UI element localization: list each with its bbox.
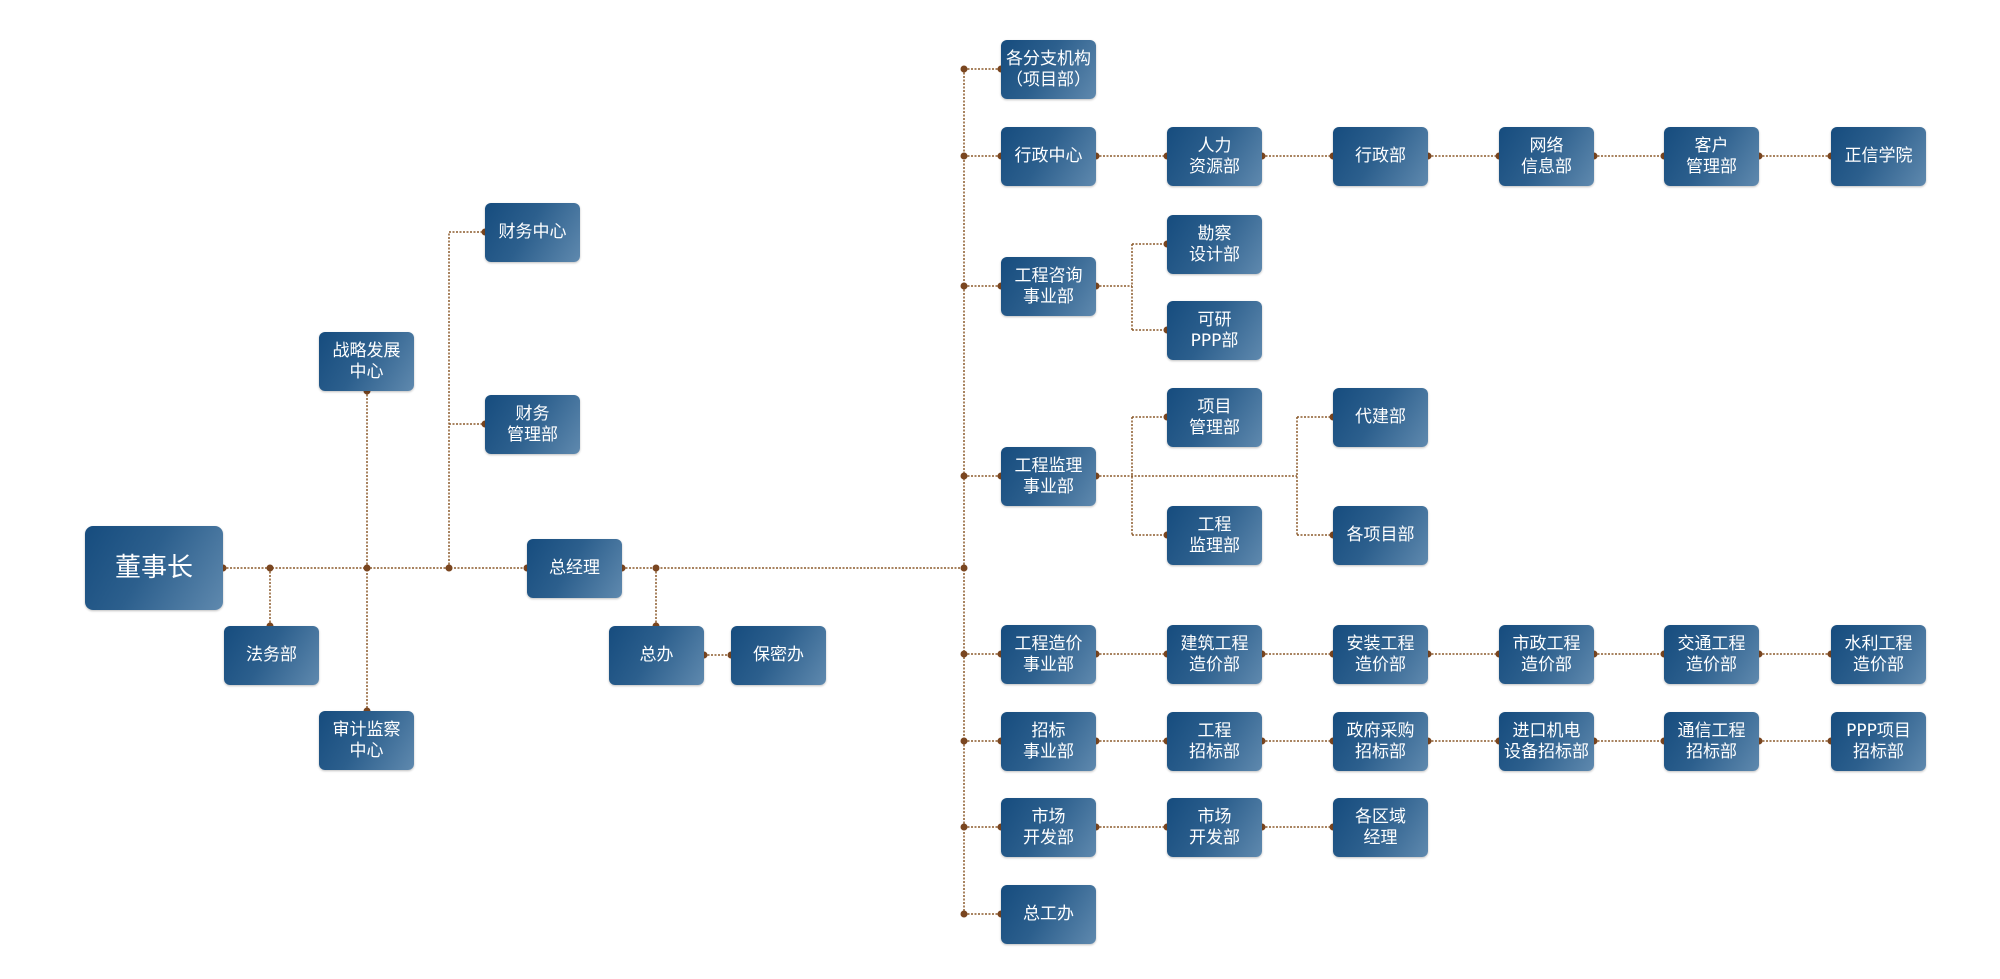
node-branches[interactable]: 各分支机构 （项目部） (1001, 40, 1096, 99)
connector-dot (960, 650, 968, 658)
node-bid-import[interactable]: 进口机电 设备招标部 (1499, 712, 1594, 771)
connector-dot (445, 564, 453, 572)
connector-dot (960, 282, 968, 290)
connector-dot (652, 564, 660, 572)
node-cost[interactable]: 工程造价 事业部 (1001, 625, 1096, 684)
node-audit[interactable]: 审计监察 中心 (319, 711, 414, 770)
node-cost-install[interactable]: 安装工程 造价部 (1333, 625, 1428, 684)
node-supervision[interactable]: 工程监理 事业部 (1001, 447, 1096, 506)
node-customer[interactable]: 客户 管理部 (1664, 127, 1759, 186)
node-survey[interactable]: 勘察 设计部 (1167, 215, 1262, 274)
node-admin-center[interactable]: 行政中心 (1001, 127, 1096, 186)
node-bidding[interactable]: 招标 事业部 (1001, 712, 1096, 771)
node-finance-mgmt[interactable]: 财务 管理部 (485, 395, 580, 454)
node-regional[interactable]: 各区域 经理 (1333, 798, 1428, 857)
connector-dot (363, 564, 371, 572)
connector-dot (960, 472, 968, 480)
node-market[interactable]: 市场 开发部 (1001, 798, 1096, 857)
node-cost-water[interactable]: 水利工程 造价部 (1831, 625, 1926, 684)
node-bid-eng[interactable]: 工程 招标部 (1167, 712, 1262, 771)
node-strategy[interactable]: 战略发展 中心 (319, 332, 414, 391)
node-project-depts[interactable]: 各项目部 (1333, 506, 1428, 565)
node-secrecy-office[interactable]: 保密办 (731, 626, 826, 685)
node-chairman[interactable]: 董事长 (85, 526, 223, 610)
node-general-manager[interactable]: 总经理 (527, 539, 622, 598)
node-agent-build[interactable]: 代建部 (1333, 388, 1428, 447)
connector-dot (960, 910, 968, 918)
node-cost-building[interactable]: 建筑工程 造价部 (1167, 625, 1262, 684)
connector-dot (960, 65, 968, 73)
node-chief-engineer[interactable]: 总工办 (1001, 885, 1096, 944)
node-bid-gov[interactable]: 政府采购 招标部 (1333, 712, 1428, 771)
node-consulting[interactable]: 工程咨询 事业部 (1001, 257, 1096, 316)
node-finance-center[interactable]: 财务中心 (485, 203, 580, 262)
node-project-mgmt[interactable]: 项目 管理部 (1167, 388, 1262, 447)
node-bid-telecom[interactable]: 通信工程 招标部 (1664, 712, 1759, 771)
node-eng-supervision[interactable]: 工程 监理部 (1167, 506, 1262, 565)
node-admin-dept[interactable]: 行政部 (1333, 127, 1428, 186)
connector-dot (960, 564, 968, 572)
node-hr[interactable]: 人力 资源部 (1167, 127, 1262, 186)
node-academy[interactable]: 正信学院 (1831, 127, 1926, 186)
node-cost-municipal[interactable]: 市政工程 造价部 (1499, 625, 1594, 684)
connector-dot (960, 152, 968, 160)
node-network[interactable]: 网络 信息部 (1499, 127, 1594, 186)
node-market-dev[interactable]: 市场 开发部 (1167, 798, 1262, 857)
node-feasibility[interactable]: 可研 PPP部 (1167, 301, 1262, 360)
connector-dot (266, 564, 274, 572)
node-bid-ppp[interactable]: PPP项目 招标部 (1831, 712, 1926, 771)
node-general-office[interactable]: 总办 (609, 626, 704, 685)
node-legal[interactable]: 法务部 (224, 626, 319, 685)
node-cost-transport[interactable]: 交通工程 造价部 (1664, 625, 1759, 684)
connector-dot (960, 823, 968, 831)
connector-dot (960, 737, 968, 745)
